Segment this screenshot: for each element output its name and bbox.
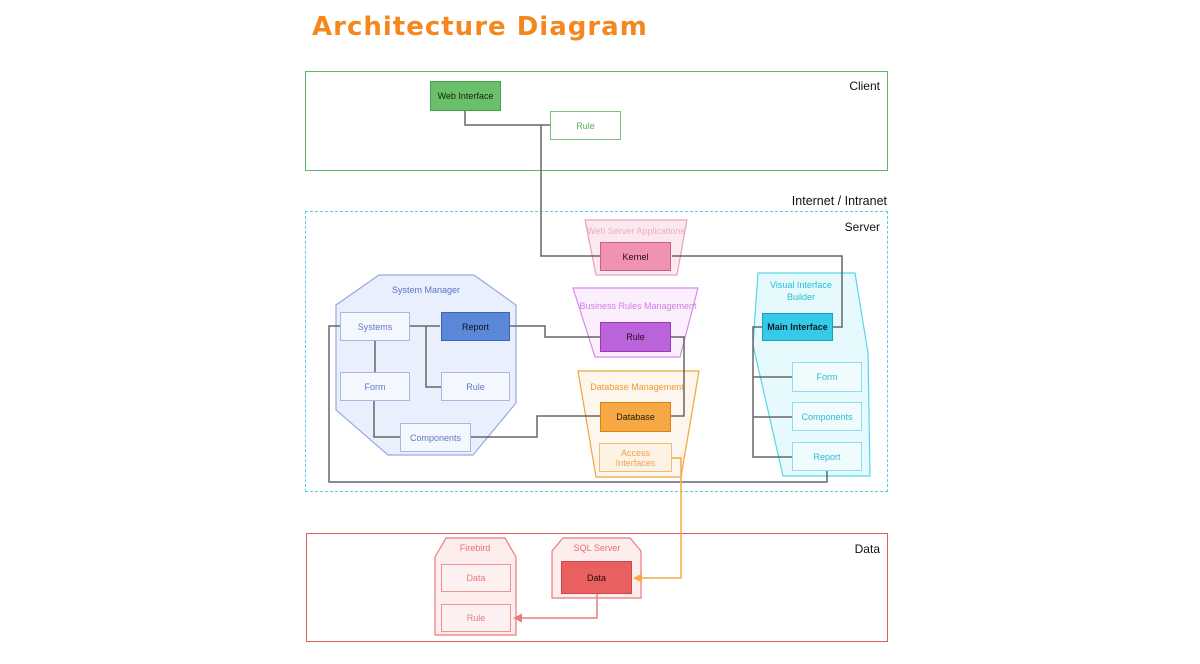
arrowhead-red: [513, 613, 522, 623]
data-label: Data: [854, 542, 880, 556]
connector-systems-rule: [425, 326, 441, 388]
arrowhead-orange: [633, 573, 642, 583]
node-system-manager-form[interactable]: Form: [340, 372, 410, 401]
sql-server-label: SQL Server: [573, 543, 621, 553]
firebird-label: Firebird: [459, 543, 491, 553]
connector-components-database: [471, 415, 600, 438]
connector-systems-vibreport-long: [328, 325, 828, 483]
node-business-rules-rule[interactable]: Rule: [600, 322, 671, 352]
node-systems[interactable]: Systems: [340, 312, 410, 341]
node-database[interactable]: Database: [600, 402, 671, 432]
node-system-manager-report[interactable]: Report: [441, 312, 510, 341]
connector-client-kernel: [540, 125, 600, 257]
node-system-manager-rule[interactable]: Rule: [441, 372, 510, 401]
server-label: Server: [844, 220, 880, 234]
node-kernel[interactable]: Kernel: [600, 242, 671, 271]
connector-maininterface-vibreport: [752, 326, 792, 458]
node-web-interface[interactable]: Web Interface: [430, 81, 501, 111]
server-container[interactable]: [305, 211, 888, 492]
node-vib-report[interactable]: Report: [792, 442, 862, 471]
database-management-label: Database Management: [590, 382, 684, 392]
web-server-applications-label: Web Server Applications: [587, 226, 685, 236]
node-system-manager-components[interactable]: Components: [400, 423, 471, 452]
connector-kernel-maininterface: [672, 255, 843, 328]
connector-webinterface-rule: [464, 111, 550, 126]
connector-accessinterfaces-sqldata: [641, 457, 682, 579]
connector-form-components: [373, 401, 400, 438]
connector-brmrule-database: [671, 336, 685, 417]
node-vib-form[interactable]: Form: [792, 362, 862, 392]
node-sql-server-data[interactable]: Data: [561, 561, 632, 594]
node-firebird-rule[interactable]: Rule: [441, 604, 511, 632]
node-firebird-data[interactable]: Data: [441, 564, 511, 592]
node-access-interfaces[interactable]: Access Interfaces: [599, 443, 672, 472]
business-rules-management-label: Business Rules Management: [579, 301, 697, 311]
connector-sqldata-firebirdrule: [521, 594, 598, 619]
internet-intranet-label: Internet / Intranet: [791, 194, 887, 208]
client-container[interactable]: [305, 71, 888, 171]
system-manager-label: System Manager: [391, 285, 461, 295]
data-container[interactable]: [306, 533, 888, 642]
page-title: Architecture Diagram: [312, 12, 648, 42]
node-main-interface[interactable]: Main Interface: [762, 313, 833, 341]
node-vib-components[interactable]: Components: [792, 402, 862, 431]
visual-interface-builder-label: Visual Interface Builder: [770, 280, 832, 302]
node-client-rule[interactable]: Rule: [550, 111, 621, 140]
client-label: Client: [849, 79, 880, 93]
connector-report-brmrule: [510, 325, 600, 338]
